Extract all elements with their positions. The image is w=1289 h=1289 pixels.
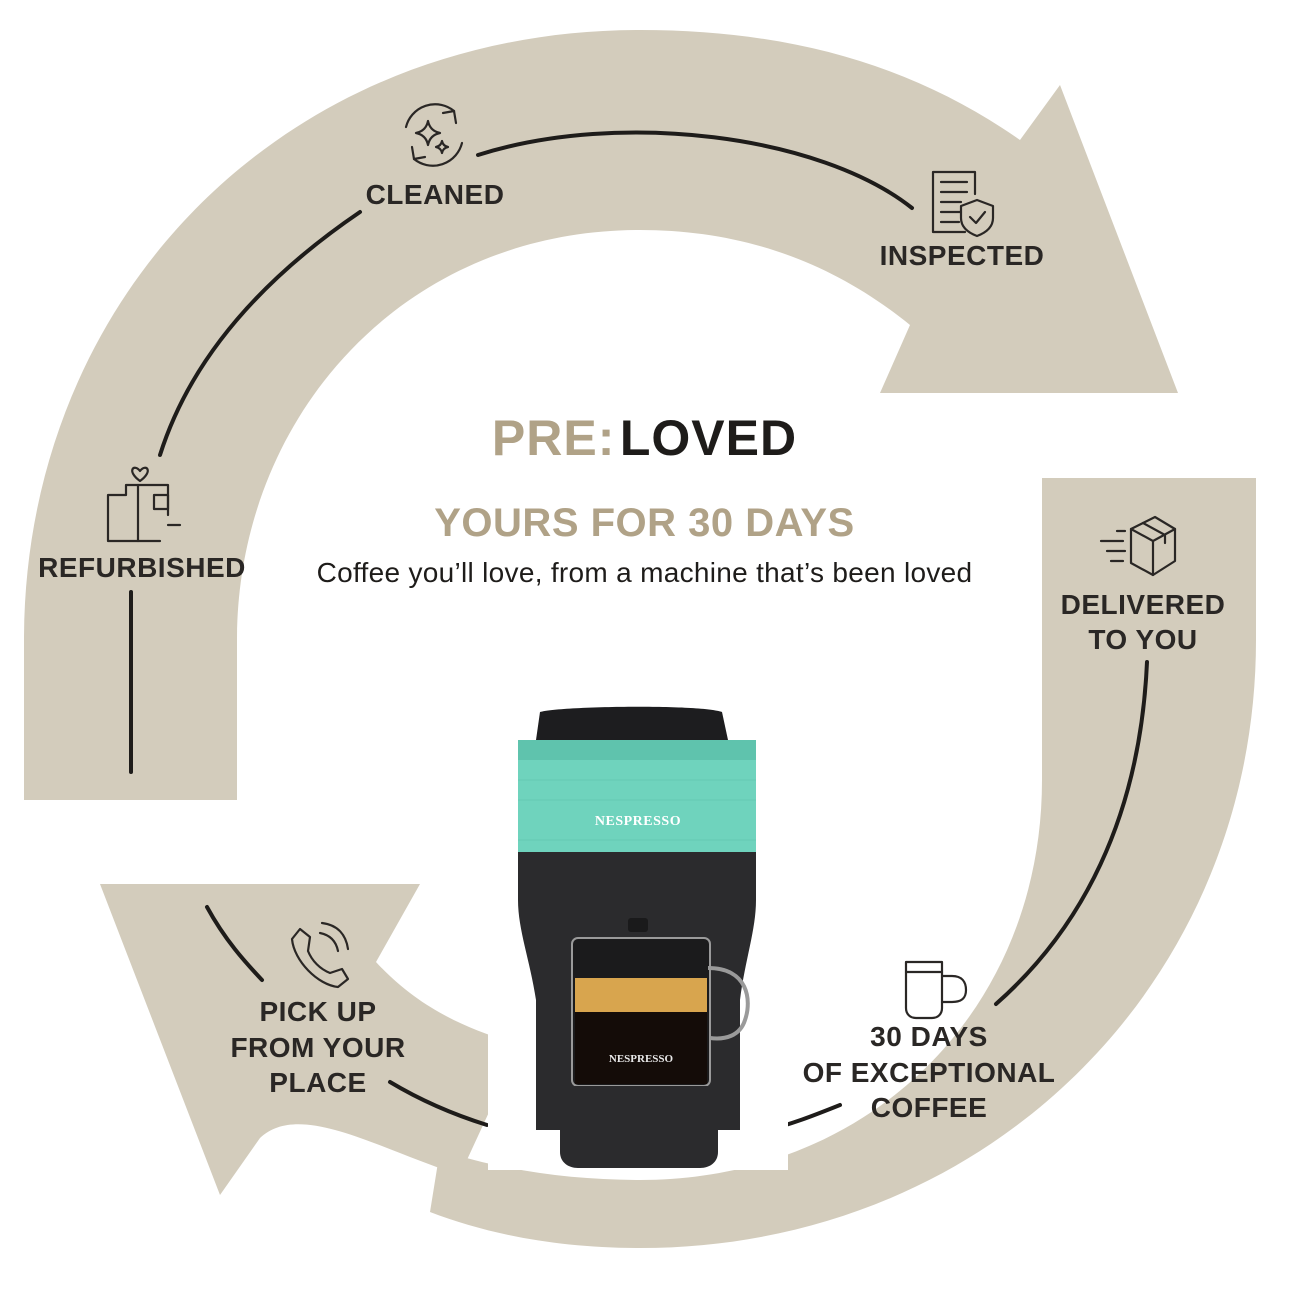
arrow-right-bottom (430, 478, 1256, 1248)
step-label-pickup-3: PLACE (269, 1067, 366, 1098)
arrow-bottom-left (100, 884, 520, 1195)
cycle-sparkle-icon (404, 103, 464, 167)
step-label-days-3: COFFEE (871, 1092, 988, 1123)
step-label-pickup-1: PICK UP (259, 996, 376, 1027)
subtitle: YOURS FOR 30 DAYS (434, 501, 855, 545)
page-title: PRE: LOVED (0, 408, 1289, 481)
phone-icon (290, 921, 350, 989)
machine-brand-top: NESPRESSO (595, 814, 681, 829)
step-label-delivered-2: TO YOU (1088, 624, 1197, 655)
title-pre: PRE: (491, 410, 616, 466)
step-label-refurbished: REFURBISHED (38, 552, 246, 583)
center-heading: PRE: LOVED YOURS FOR 30 DAYS Coffee you’… (0, 408, 1289, 591)
step-label-days-2: OF EXCEPTIONAL (803, 1057, 1056, 1088)
step-label-cleaned: CLEANED (366, 179, 505, 210)
coffee-machine-illustration: NESPRESSO NESPRESSO (488, 690, 788, 1170)
title-loved: LOVED (619, 410, 798, 466)
timeline-lines (129, 130, 1149, 1134)
document-shield-icon (931, 170, 995, 238)
arrow-top-left (24, 30, 1178, 800)
mug-icon (904, 960, 968, 1020)
cycle-arrows (24, 30, 1256, 1248)
step-label-delivered-1: DELIVERED (1061, 589, 1226, 620)
step-label-inspected: INSPECTED (880, 240, 1045, 271)
step-label-days-1: 30 DAYS (870, 1021, 988, 1052)
box-heart-icon (106, 466, 182, 543)
step-label-pickup-2: FROM YOUR (230, 1032, 405, 1063)
machine-brand-cup: NESPRESSO (609, 1053, 674, 1065)
fast-box-icon (1099, 515, 1177, 577)
tagline: Coffee you’ll love, from a machine that’… (316, 557, 973, 588)
